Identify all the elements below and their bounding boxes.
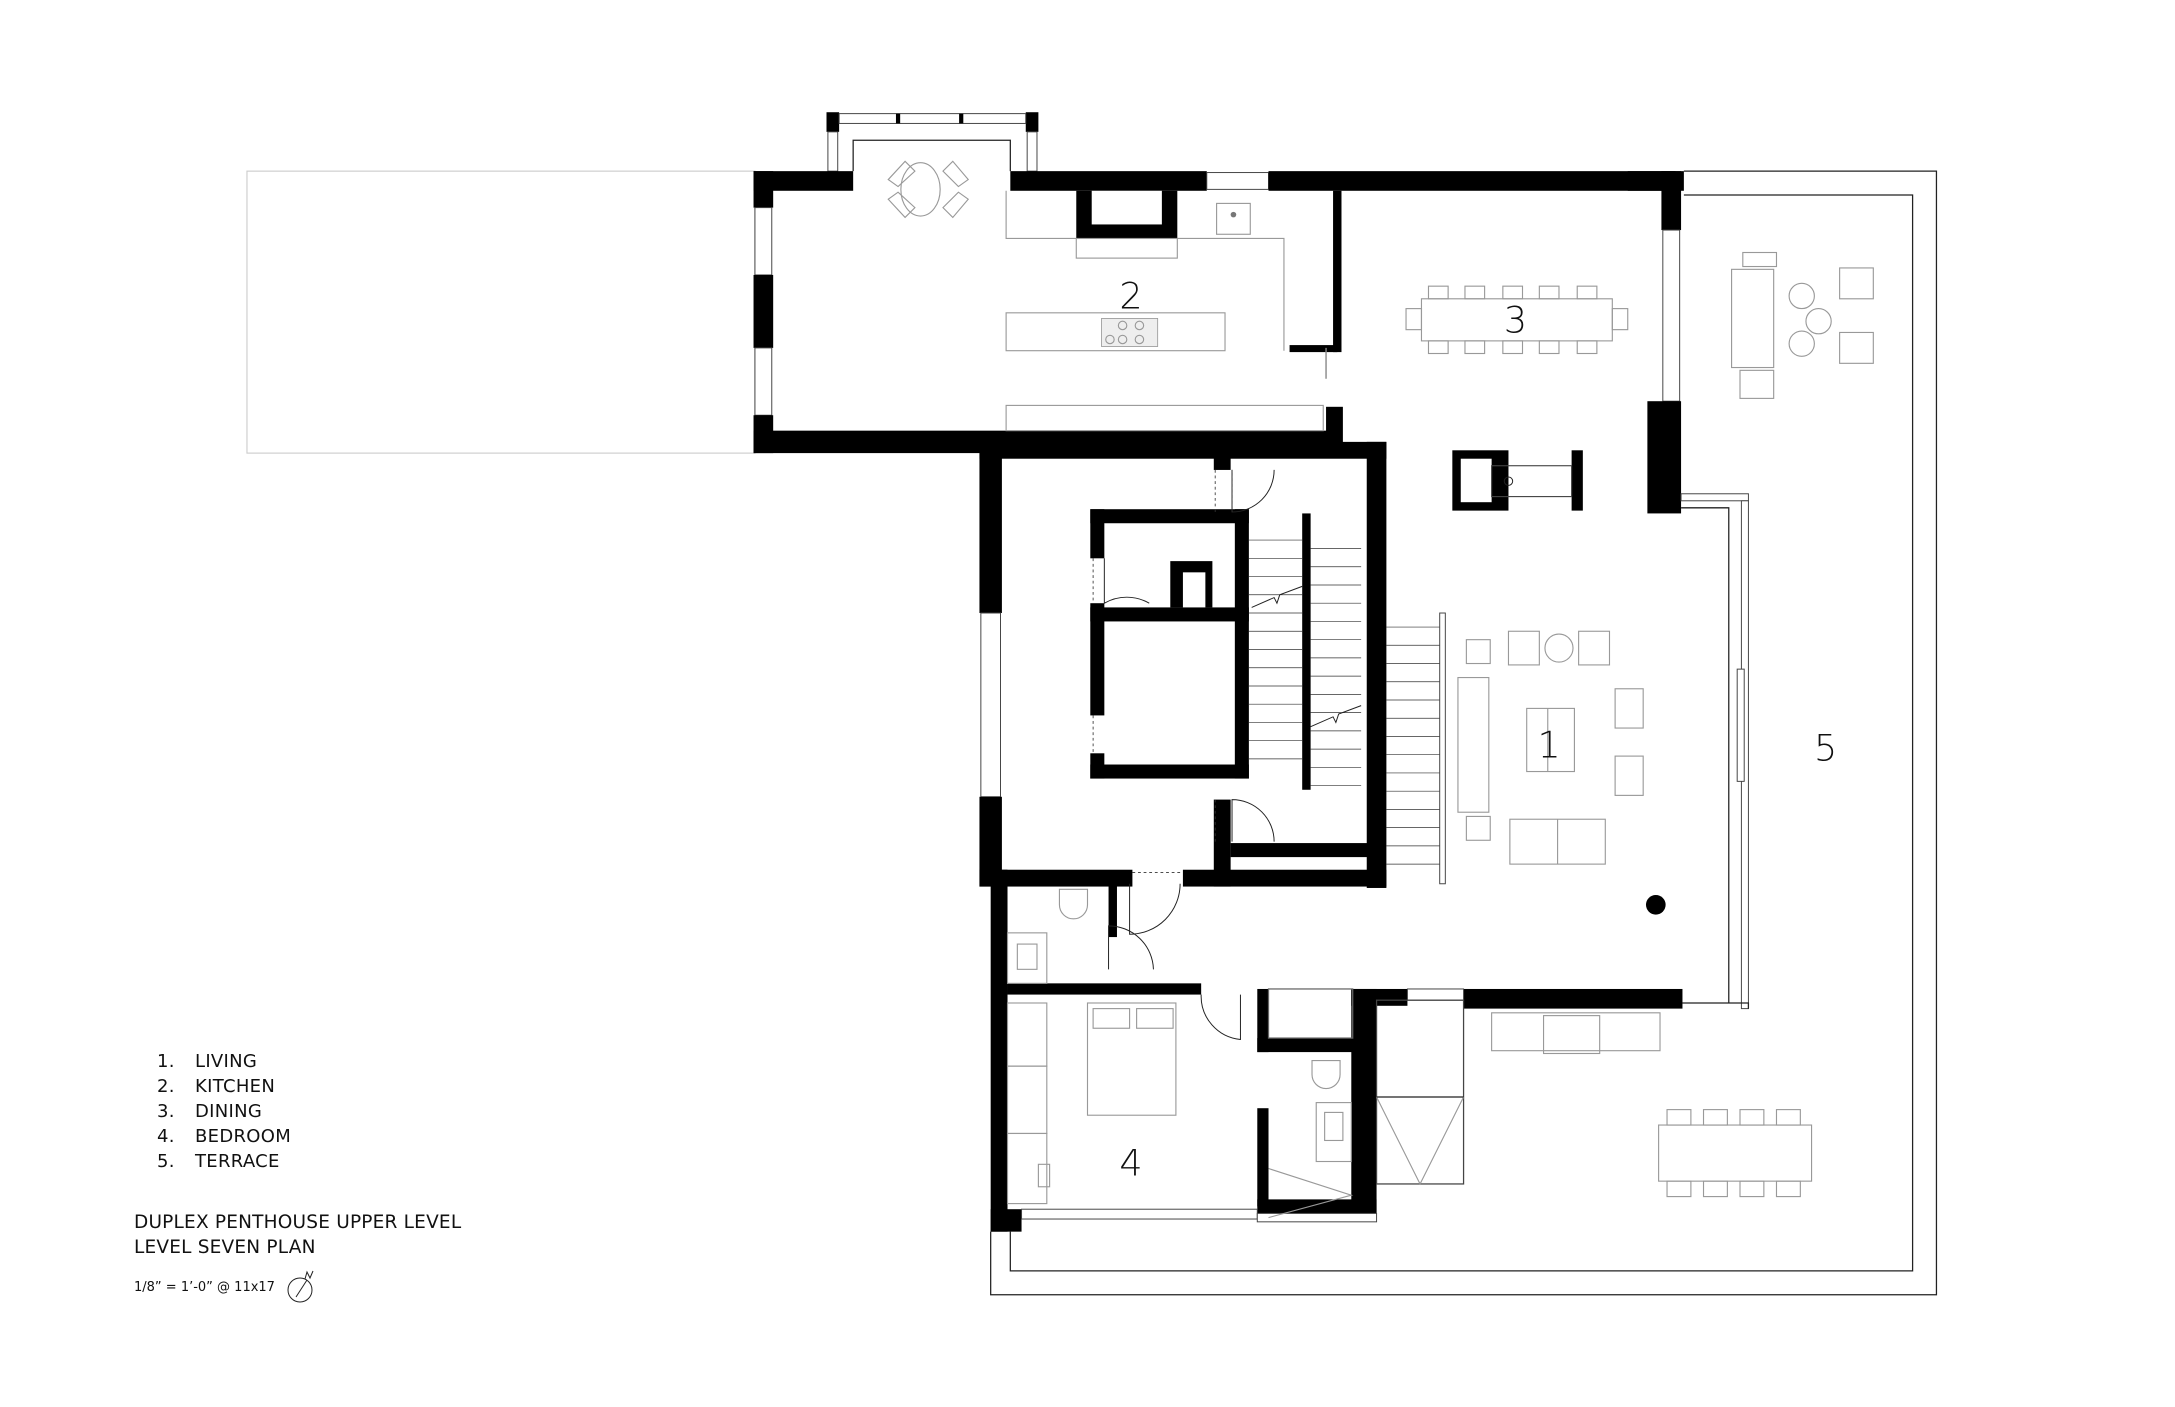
legend-number: 3.: [157, 1101, 175, 1122]
adjacent-building-outline: [246, 170, 756, 454]
drawing-title: DUPLEX PENTHOUSE UPPER LEVEL: [134, 1212, 462, 1233]
legend-item: 1. LIVING: [157, 1049, 291, 1074]
room-legend: 1. LIVING 2. KITCHEN 3. DINING 4. BEDROOM 5.…: [157, 1049, 291, 1174]
terrace-outline: [990, 170, 1938, 1296]
legend-number: 2.: [157, 1076, 175, 1097]
dining-walls: [1627, 171, 1684, 514]
kitchen-furniture: [887, 160, 1327, 432]
kitchen-walls: [753, 112, 1676, 454]
legend-label: DINING: [195, 1101, 263, 1122]
legend-item: 5. TERRACE: [157, 1149, 291, 1174]
legend-number: 4.: [157, 1126, 175, 1147]
legend-number: 1.: [157, 1051, 175, 1072]
room-label-dining: 3: [1504, 298, 1527, 341]
legend-label: KITCHEN: [195, 1076, 276, 1097]
legend-number: 5.: [157, 1151, 175, 1172]
terrace-furniture: [1491, 251, 1874, 1198]
room-label-kitchen: 2: [1119, 275, 1142, 318]
bedroom-furniture: [1006, 883, 1465, 1219]
drawing-title-block: DUPLEX PENTHOUSE UPPER LEVEL LEVEL SEVEN…: [134, 1210, 461, 1304]
dining-furniture: [1405, 285, 1629, 355]
living-furniture: [1457, 630, 1644, 865]
legend-label: TERRACE: [195, 1151, 280, 1172]
room-label-terrace: 5: [1814, 726, 1837, 769]
bedroom-walls: [990, 869, 1465, 1232]
north-arrow-icon: [287, 1270, 314, 1303]
legend-item: 4. BEDROOM: [157, 1124, 291, 1149]
living-walls: [1452, 450, 1750, 1010]
legend-label: BEDROOM: [195, 1126, 292, 1147]
room-label-bedroom: 4: [1119, 1142, 1142, 1185]
room-label-living: 1: [1538, 724, 1561, 767]
legend-label: LIVING: [195, 1051, 258, 1072]
stair-treads: [1248, 539, 1446, 885]
drawing-subtitle: LEVEL SEVEN PLAN: [134, 1237, 316, 1258]
scale-note: 1/8” = 1’-0” @ 11x17: [134, 1279, 275, 1295]
legend-item: 3. DINING: [157, 1099, 291, 1124]
scale-row: 1/8” = 1’-0” @ 11x17: [134, 1270, 461, 1304]
legend-item: 2. KITCHEN: [157, 1074, 291, 1099]
stair-core-walls: [979, 441, 1387, 888]
stair-core-doors: [1092, 469, 1275, 873]
